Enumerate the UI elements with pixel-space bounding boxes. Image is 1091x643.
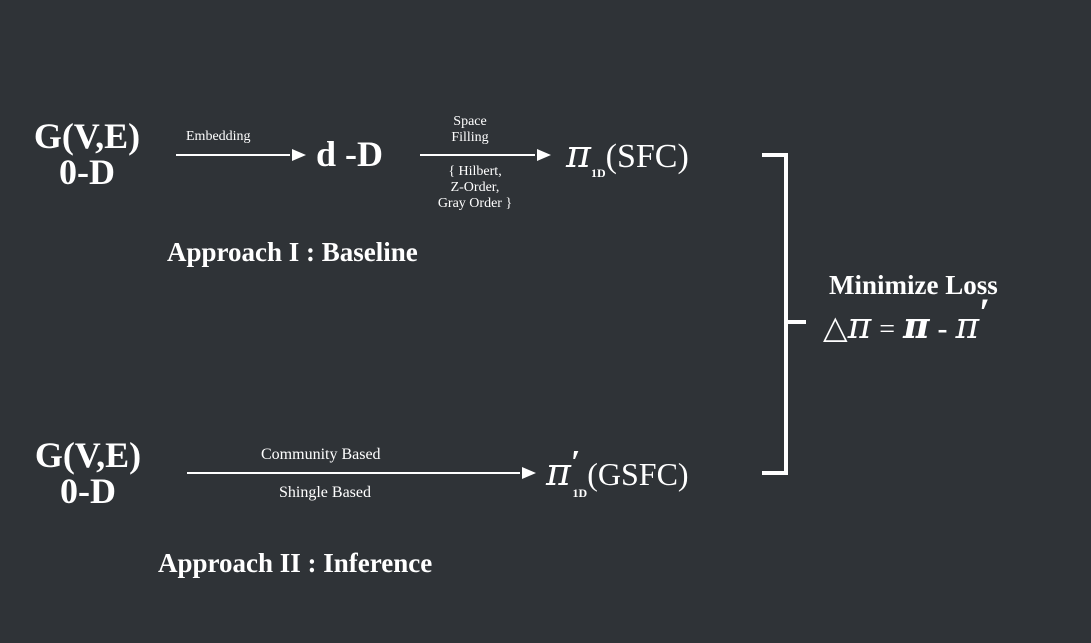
inference-arrowhead [522,467,536,479]
approach2-source-node: G(V,E) 0-D [8,437,168,509]
approach1-target-node: π1D(SFC) [566,135,689,181]
equals-sign: = [879,314,896,345]
approach1-space-filling-label: Space Filling [428,114,512,146]
approach2-source-dimension: 0-D [60,471,116,511]
prime-mark: ′ [979,290,991,335]
approach2-target-subscript: 1D [572,486,588,500]
approach2-target-node: π′ 1D(GSFC) [546,445,689,501]
minus-sign: - [937,312,948,345]
approach2-heading: Approach II : Inference [158,548,433,578]
approach1-target-label: (SFC) [605,138,689,175]
approach1-space-label: Space [453,114,487,129]
approach2-shingle-label: Shingle Based [279,484,371,501]
approach1-curve-hilbert: { Hilbert, [448,164,502,179]
approach1-target-subscript: 1D [590,166,606,180]
approach1-source-graph: G(V,E) [33,116,141,156]
approach1-curve-gray: Gray Order } [437,196,513,211]
pi-symbol: π [847,306,872,347]
approach1-filling-label: Filling [451,130,489,145]
space-filling-arrowhead [537,149,551,161]
approach2-source-graph: G(V,E) [34,435,142,475]
approach1-heading: Approach I : Baseline [167,237,418,267]
pi-symbol: π [566,132,591,176]
loss-title: Minimize Loss [829,270,998,300]
approach2-community-label: Community Based [261,446,381,463]
approach1-source-node: G(V,E) 0-D [8,118,166,190]
approach1-source-dimension: 0-D [59,152,115,192]
approach1-curve-zorder: Z-Order, [450,180,500,195]
approach2-target-label: (GSFC) [587,456,689,492]
pi-symbol: π [546,450,571,494]
embedding-arrowhead [292,149,306,161]
delta-symbol: △ [823,309,848,345]
approach1-curve-options: { Hilbert, Z-Order, Gray Order } [420,164,530,212]
prime-mark: ′ [570,444,581,481]
pi-symbol: π [955,306,980,347]
pi-symbol: π [903,305,930,347]
loss-equation: △π = π - π′ [823,290,990,355]
approach1-intermediate-node: d -D [316,134,384,174]
approach1-embedding-label: Embedding [186,129,251,144]
